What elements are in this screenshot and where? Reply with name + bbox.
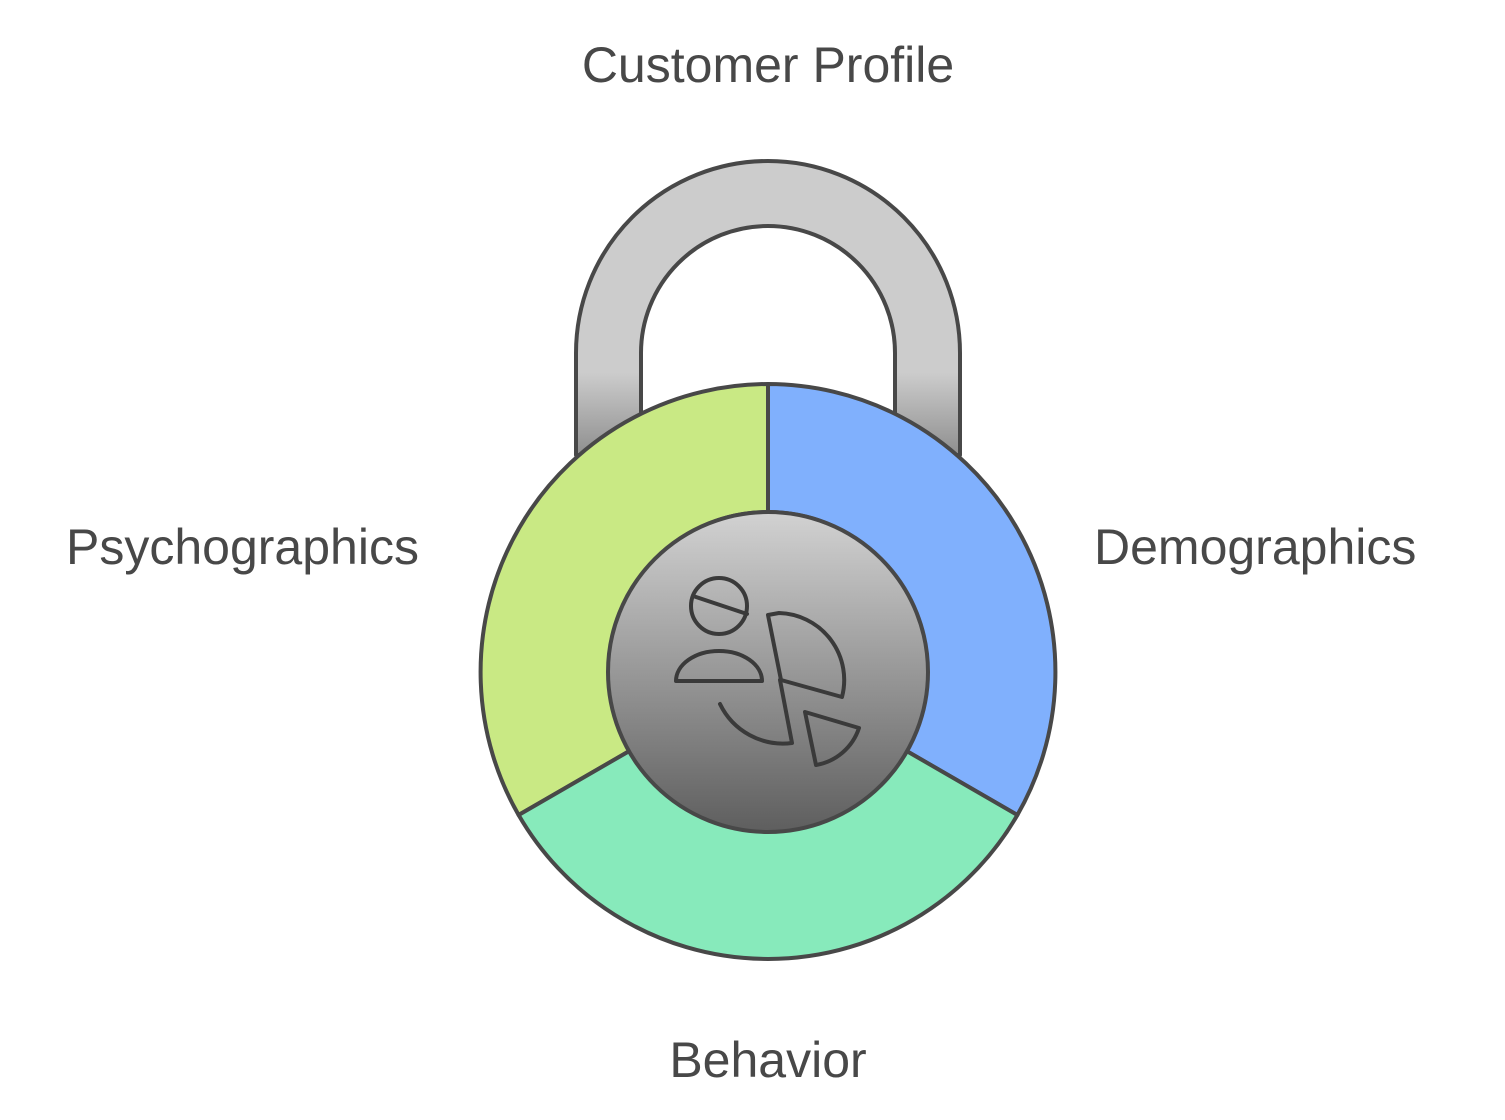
- label-demographics: Demographics: [1094, 522, 1416, 572]
- diagram-title: Customer Profile: [0, 40, 1505, 90]
- center-hub: [608, 512, 928, 832]
- label-psychographics: Psychographics: [66, 522, 419, 572]
- label-behavior: Behavior: [0, 1035, 1505, 1085]
